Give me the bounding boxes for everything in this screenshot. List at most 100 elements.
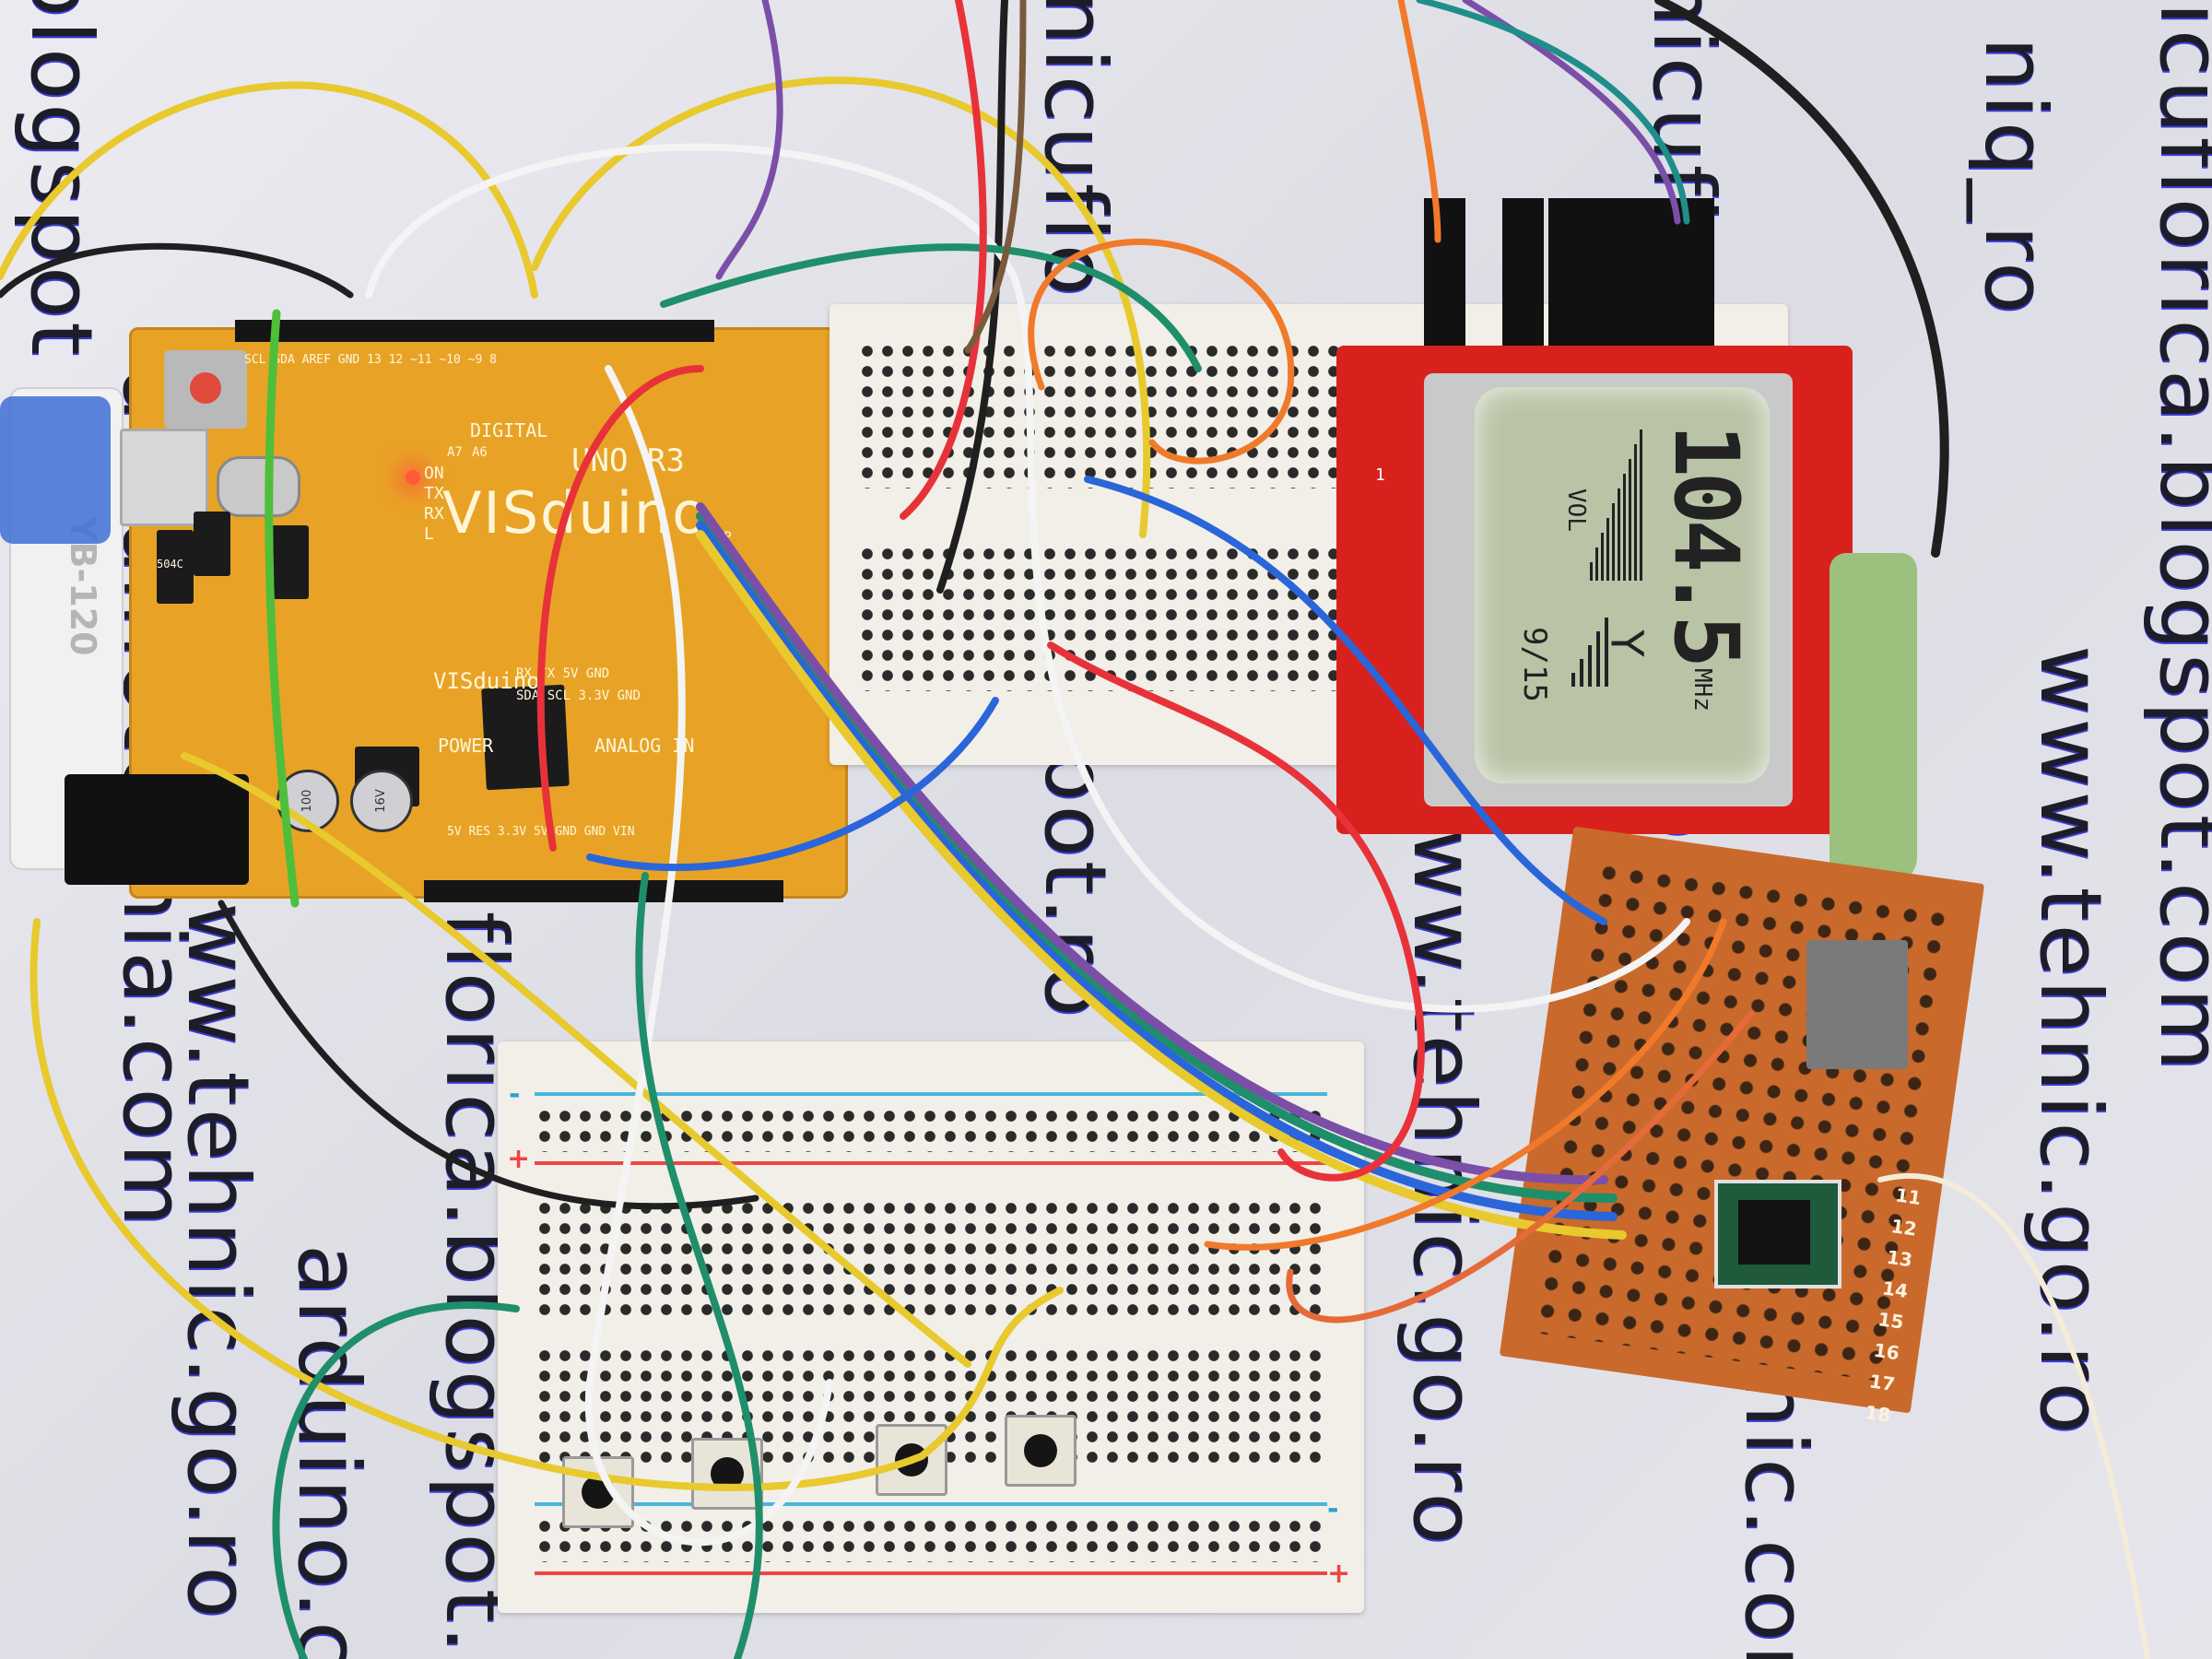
lcd-screen: 104.5 MHz VOL Y 9/15 bbox=[1475, 387, 1770, 783]
blue-wire[interactable] bbox=[696, 521, 1618, 1221]
bg-text-col: www.tehnic.go.ro bbox=[2021, 645, 2120, 1438]
pin-label: 8 bbox=[489, 353, 497, 367]
brown-wire[interactable] bbox=[964, 0, 1027, 354]
pin-label: RX bbox=[516, 666, 532, 681]
lcd-volume-label: VOL bbox=[1562, 488, 1590, 532]
pin-label: ~11 bbox=[410, 353, 432, 367]
red-wire[interactable] bbox=[1047, 641, 1425, 1182]
rail-plus-symbol: + bbox=[507, 1143, 531, 1175]
header-labels-top: SCL SDA AREF GND 13 12 ~11 ~10 ~9 8 bbox=[244, 353, 497, 367]
pin-label: GND bbox=[585, 666, 610, 681]
orange-wire[interactable] bbox=[1397, 0, 1441, 243]
red-wire[interactable] bbox=[536, 365, 704, 852]
pin-label: VIN bbox=[613, 825, 635, 839]
pin-label: SCL bbox=[244, 353, 266, 367]
pin-label: ~9 bbox=[467, 353, 483, 367]
black-wire[interactable] bbox=[218, 900, 759, 1210]
signal-strength-icon bbox=[1571, 618, 1618, 687]
purple-wire[interactable] bbox=[1462, 0, 1681, 225]
green-wire[interactable] bbox=[660, 243, 1202, 372]
bg-text-col: niq_ro bbox=[1966, 37, 2065, 318]
fm-receiver-chip bbox=[1714, 1180, 1841, 1288]
yellow-wire[interactable] bbox=[696, 530, 1627, 1240]
led-label-tx: TX bbox=[424, 484, 444, 503]
crystal-oscillator bbox=[217, 456, 300, 517]
audio-jack-3-5mm[interactable] bbox=[1830, 553, 1917, 885]
yellow-wire[interactable] bbox=[29, 918, 1064, 1491]
orange-wire[interactable] bbox=[1028, 238, 1295, 465]
white-wire[interactable] bbox=[365, 143, 1690, 1013]
bg-text-col: blogspot bbox=[12, 0, 111, 359]
pin-label: AREF bbox=[301, 353, 331, 367]
black-wire[interactable] bbox=[0, 242, 354, 299]
pin-label: 5V bbox=[533, 825, 548, 839]
lcd-preset: 9/15 bbox=[1516, 627, 1553, 702]
yellow-wire[interactable] bbox=[0, 81, 538, 299]
rail-line-blue bbox=[535, 1092, 1327, 1096]
green-wire[interactable] bbox=[696, 512, 1618, 1203]
purple-wire[interactable] bbox=[715, 0, 783, 280]
lcd-frequency: 104.5 bbox=[1654, 424, 1758, 663]
pin-label: SDA bbox=[516, 688, 540, 703]
green-rubber-band bbox=[265, 309, 300, 908]
purple-wire[interactable] bbox=[696, 502, 1608, 1185]
lcd-frequency-unit: MHz bbox=[1688, 668, 1716, 712]
bg-text-col: nicuflorica.blogspot.com bbox=[2141, 0, 2212, 1075]
pin-label: 3.3V bbox=[578, 688, 610, 703]
led-label-l: L bbox=[424, 524, 434, 544]
inductor-label: 504C bbox=[157, 558, 183, 571]
yellow-wire[interactable] bbox=[531, 76, 1151, 538]
green-wire[interactable] bbox=[272, 1301, 520, 1659]
led-label-rx: RX bbox=[424, 504, 444, 524]
pin-label: 12 bbox=[388, 353, 404, 367]
digital-label: DIGITAL bbox=[470, 419, 548, 441]
power-label: POWER bbox=[438, 735, 494, 757]
pin-label: 13 bbox=[367, 353, 382, 367]
pin-label: 3.3V bbox=[497, 825, 527, 839]
rail-minus-symbol: - bbox=[509, 1078, 521, 1111]
antenna-wire[interactable] bbox=[1877, 1172, 2150, 1659]
reset-button[interactable] bbox=[164, 350, 247, 429]
pin-label: ~10 bbox=[439, 353, 461, 367]
blue-wire[interactable] bbox=[1084, 476, 1607, 925]
green-wire[interactable] bbox=[635, 872, 763, 1659]
regulator-chip bbox=[194, 512, 230, 576]
power-led bbox=[406, 470, 420, 485]
volume-bars-icon bbox=[1590, 424, 1645, 581]
lcd-header-pin bbox=[1502, 198, 1544, 350]
audio-cable[interactable] bbox=[1654, 0, 1949, 558]
pin-label: SDA bbox=[273, 353, 295, 367]
yellow-wire[interactable] bbox=[181, 752, 971, 1368]
led-label-on: ON bbox=[424, 464, 444, 483]
teal-wire[interactable] bbox=[1416, 0, 1690, 225]
tactile-button-1[interactable] bbox=[562, 1456, 634, 1528]
i2c-label-row2: SDA SCL 3.3V GND bbox=[516, 688, 641, 703]
usb-cable-plug bbox=[0, 396, 111, 544]
orange-wire[interactable] bbox=[1204, 918, 1727, 1251]
headphone-socket bbox=[1806, 940, 1908, 1069]
blue-wire[interactable] bbox=[586, 697, 999, 872]
power-analog-header[interactable] bbox=[424, 880, 783, 902]
rail-plus-symbol: + bbox=[1327, 1558, 1351, 1590]
red-wire[interactable] bbox=[900, 0, 987, 520]
white-wire[interactable] bbox=[584, 365, 833, 1547]
a7-label: A7 bbox=[447, 445, 463, 460]
a6-label: A6 bbox=[472, 445, 488, 460]
board-brand-small: VISduino bbox=[433, 668, 540, 694]
pin-label: RES bbox=[468, 825, 490, 839]
rail-line-blue bbox=[535, 1502, 1327, 1506]
pin-label: 5V bbox=[562, 666, 579, 681]
pin-label: SCL bbox=[547, 688, 571, 703]
tactile-button-4[interactable] bbox=[1005, 1415, 1077, 1487]
digital-header[interactable] bbox=[235, 320, 714, 342]
pin-label: 5V bbox=[447, 825, 462, 839]
power-pin-labels: 5V RES 3.3V 5V GND GND VIN bbox=[447, 825, 635, 839]
terminal-strip-holes[interactable] bbox=[535, 1198, 1327, 1318]
orange-wire[interactable] bbox=[1286, 1010, 1755, 1324]
dc-power-jack bbox=[65, 774, 249, 885]
bg-text-col: www.tehnic.go.ro bbox=[169, 830, 267, 1622]
smd-inductor bbox=[157, 530, 194, 604]
pin-label: GND bbox=[555, 825, 577, 839]
pin-label: GND bbox=[583, 825, 606, 839]
